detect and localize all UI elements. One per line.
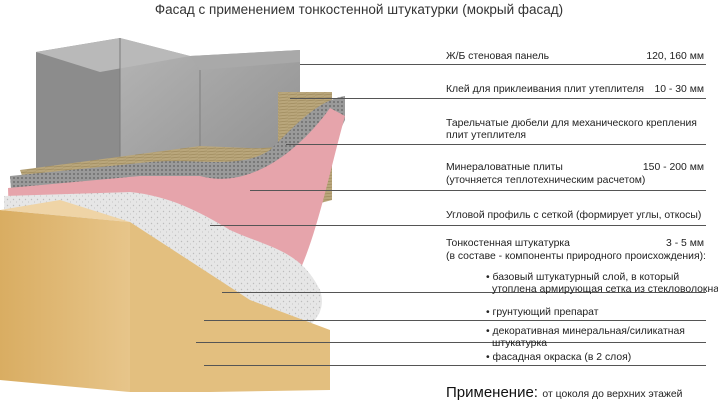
layer-label-corner-profile: Угловой профиль с сеткой (формирует углы… xyxy=(446,210,702,221)
sublayer-label-base-coat: • базовый штукатурный слой, в который xyxy=(486,272,680,283)
layer-label-insulation-line2: (уточняется теплотехническим расчетом) xyxy=(446,175,646,186)
diagram-title: Фасад с применением тонкостенной штукату… xyxy=(154,2,564,17)
leader-line-dowels xyxy=(286,144,706,145)
sublayer-label-base-coat-line2: утоплена армирующая сетка из стекловолок… xyxy=(492,284,718,295)
layer-value-plaster: 3 - 5 мм xyxy=(666,238,704,249)
layer-label-dowels: Тарельчатые дюбели для механического кре… xyxy=(446,118,697,129)
application-label: Применение: xyxy=(446,384,538,401)
layer-value-insulation: 150 - 200 мм xyxy=(642,162,704,173)
facade-finish-layer xyxy=(0,210,130,392)
layer-value-adhesive: 10 - 30 мм xyxy=(654,84,704,95)
leader-line-adhesive xyxy=(290,98,706,99)
layer-label-dowels-line2: плит утеплителя xyxy=(446,130,527,141)
leader-line-corner-profile xyxy=(210,225,706,226)
leader-line-base-coat xyxy=(204,320,706,321)
layer-label-adhesive: Клей для приклеивания плит утеплителя xyxy=(446,84,644,95)
leader-line-concrete xyxy=(300,64,706,65)
layer-label-insulation: Минераловатные плиты xyxy=(446,162,563,173)
application-value: от цоколя до верхних этажей xyxy=(542,389,683,400)
leader-line-decorative xyxy=(204,365,706,366)
leader-line-primer xyxy=(196,342,706,343)
layer-label-plaster-line2: (в составе - компоненты природного проис… xyxy=(446,251,706,262)
layer-label-concrete: Ж/Б стеновая панель xyxy=(446,51,550,62)
sublayer-label-decorative: • декоративная минеральная/силикатная xyxy=(486,326,685,337)
application-note: Применение: от цоколя до верхних этажей xyxy=(446,384,682,402)
sublayer-label-decorative-line2: штукатурка xyxy=(492,338,548,349)
leader-line-plaster xyxy=(222,292,706,293)
leader-line-insulation xyxy=(250,190,706,191)
layer-label-plaster: Тонкостенная штукатурка xyxy=(446,238,570,249)
sublayer-label-finish-paint: • фасадная окраска (в 2 слоя) xyxy=(486,352,632,363)
layer-value-concrete: 120, 160 мм xyxy=(646,51,704,62)
sublayer-label-primer: • грунтующий препарат xyxy=(486,307,599,318)
